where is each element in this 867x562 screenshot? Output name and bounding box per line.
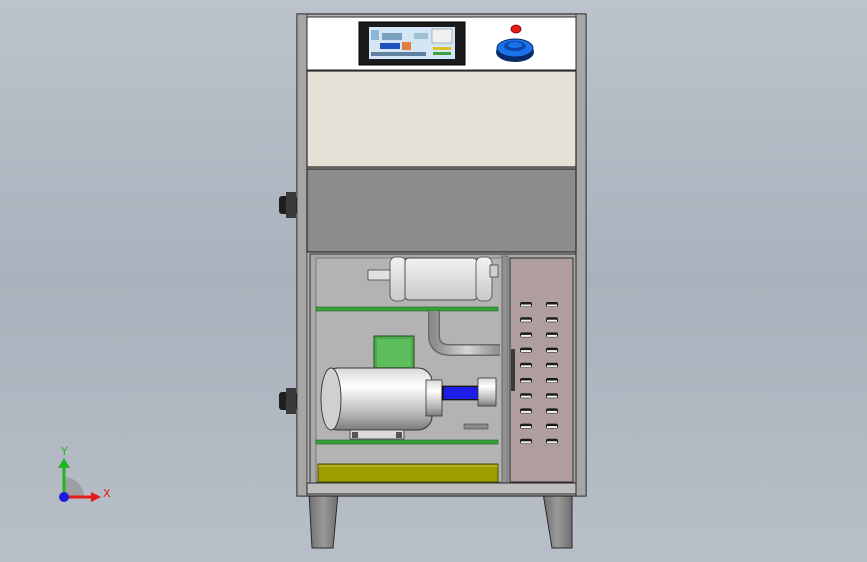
vent-slot-highlight — [547, 350, 557, 353]
vent-slot-highlight — [547, 319, 557, 322]
hmi-touchscreen[interactable] — [358, 21, 466, 66]
z-axis-marker — [59, 492, 69, 502]
cabinet-legs — [308, 492, 573, 549]
rotary-selector-knob[interactable] — [496, 38, 534, 62]
vent-slot-highlight — [547, 380, 557, 383]
motor-junction-box — [373, 335, 415, 371]
vent-slot-highlight — [547, 441, 557, 444]
vent-slot-highlight — [547, 304, 557, 307]
base-tray — [317, 463, 499, 483]
vent-slot-highlight — [521, 395, 531, 398]
vent-slot-highlight — [521, 350, 531, 353]
middle-grey-panel — [306, 168, 577, 253]
ventilation-door[interactable] — [509, 257, 574, 483]
lower-shelf — [315, 439, 499, 445]
cabinet-base — [306, 482, 577, 495]
air-dryer-unit — [367, 256, 499, 302]
y-axis-arrowhead — [58, 458, 70, 468]
electric-motor — [320, 367, 443, 440]
x-axis-label: X — [103, 487, 111, 500]
vent-slot-highlight — [521, 441, 531, 444]
vent-slot-highlight — [547, 410, 557, 413]
emergency-stop-button[interactable] — [510, 24, 522, 34]
vent-slot-highlight — [521, 426, 531, 429]
y-axis-label: Y — [60, 445, 68, 458]
vent-slot-highlight — [547, 426, 557, 429]
upper-shelf — [315, 306, 499, 312]
vent-slot-highlight — [521, 319, 531, 322]
vent-slot-highlight — [547, 334, 557, 337]
cable-glands — [279, 192, 297, 414]
vent-slot-highlight — [547, 395, 557, 398]
vent-slot-highlight — [521, 304, 531, 307]
vent-slot-highlight — [521, 365, 531, 368]
vent-slot-highlight — [521, 380, 531, 383]
coordinate-triad: Y X — [58, 445, 111, 502]
vent-slot-highlight — [521, 334, 531, 337]
compressor-coupling — [441, 377, 497, 430]
vent-slot-highlight — [547, 365, 557, 368]
door-handle[interactable] — [511, 349, 515, 391]
vent-slot-highlight — [521, 410, 531, 413]
x-axis-arrowhead — [91, 492, 101, 502]
upper-access-panel — [306, 70, 577, 168]
vent-slots — [520, 302, 558, 444]
